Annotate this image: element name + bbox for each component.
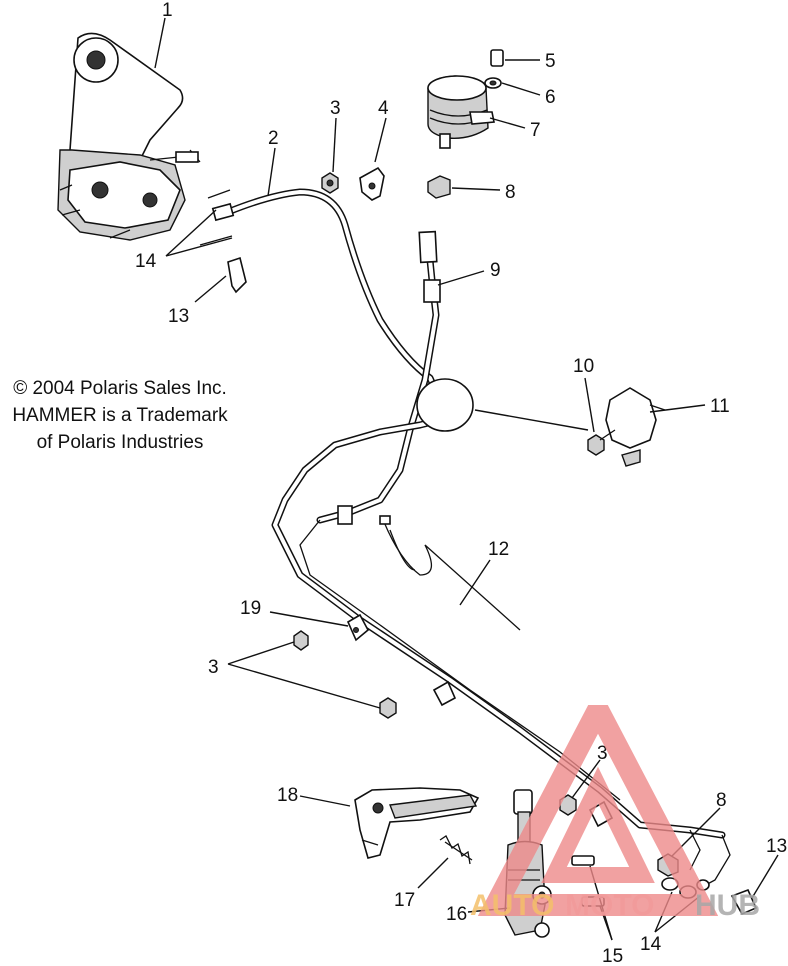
- callout-9: 9: [490, 260, 501, 281]
- callout-15: 15: [602, 946, 623, 966]
- callout-3-lower: 3: [208, 657, 219, 678]
- callout-2: 2: [268, 128, 279, 149]
- callout-11: 11: [710, 396, 730, 417]
- callout-13: 13: [168, 306, 189, 327]
- banjo-bolt-upper: [227, 256, 247, 294]
- copyright-line-1: © 2004 Polaris Sales Inc.: [13, 378, 227, 399]
- reservoir-screw: [490, 49, 504, 67]
- callout-13-lower: 13: [766, 836, 787, 857]
- washer: [484, 77, 502, 89]
- callout-6: 6: [545, 87, 556, 108]
- callout-14-lower: 14: [640, 934, 662, 955]
- trademark-line-3: of Polaris Industries: [36, 432, 204, 453]
- callout-8: 8: [505, 182, 516, 203]
- callout-14: 14: [135, 251, 157, 272]
- callout-19: 19: [240, 598, 261, 619]
- brake-hose-lower: [271, 416, 731, 889]
- trademark-line-2: HAMMER is a Trademark: [12, 405, 228, 426]
- brake-pedal-bracket: [354, 787, 480, 859]
- clip: [359, 166, 385, 201]
- watermark-auto: AUTO: [470, 889, 554, 922]
- junction-disc: [416, 378, 589, 432]
- callout-4: 4: [378, 98, 389, 119]
- brake-line: [316, 230, 441, 525]
- callout-5: 5: [545, 51, 556, 72]
- watermark-triangle-logo: [477, 705, 719, 916]
- callout-1: 1: [162, 0, 173, 21]
- callout-numbers: 1 2 3 4 5 6 7 8 9 14 13 10 11 12 19 3 3 …: [135, 0, 787, 966]
- callout-8-lower: 8: [716, 790, 727, 811]
- nut-upper: [321, 172, 339, 194]
- banjo-bolt-lower: [730, 888, 758, 916]
- callout-12: 12: [488, 539, 509, 560]
- pins-upper: [199, 189, 233, 246]
- cable-tie: [379, 515, 521, 631]
- cap-upper: [427, 175, 451, 199]
- nut-middle: [379, 697, 397, 719]
- watermark-moto: MOTO: [565, 889, 654, 922]
- clamp-lower: [432, 680, 457, 707]
- callout-17: 17: [394, 890, 415, 911]
- nut-right: [559, 794, 577, 816]
- return-spring: [439, 835, 473, 865]
- callout-3: 3: [330, 98, 341, 119]
- automotohub-watermark: AUTO MOTO HUB: [470, 705, 760, 922]
- nut-left: [293, 630, 309, 651]
- watermark-hub: HUB: [695, 889, 760, 922]
- callout-3-right: 3: [597, 743, 608, 764]
- callout-10: 10: [573, 356, 594, 377]
- nut-10: [587, 434, 605, 456]
- callout-16: 16: [446, 904, 467, 925]
- clamp-19: [346, 613, 370, 642]
- callout-18: 18: [277, 785, 298, 806]
- callout-7: 7: [530, 120, 541, 141]
- brake-reservoir: [427, 75, 495, 149]
- brake-hose-upper: [211, 188, 444, 414]
- brake-caliper-bracket: [57, 32, 201, 241]
- copyright-notice: © 2004 Polaris Sales Inc. HAMMER is a Tr…: [0, 375, 240, 456]
- brake-switch: [599, 387, 666, 467]
